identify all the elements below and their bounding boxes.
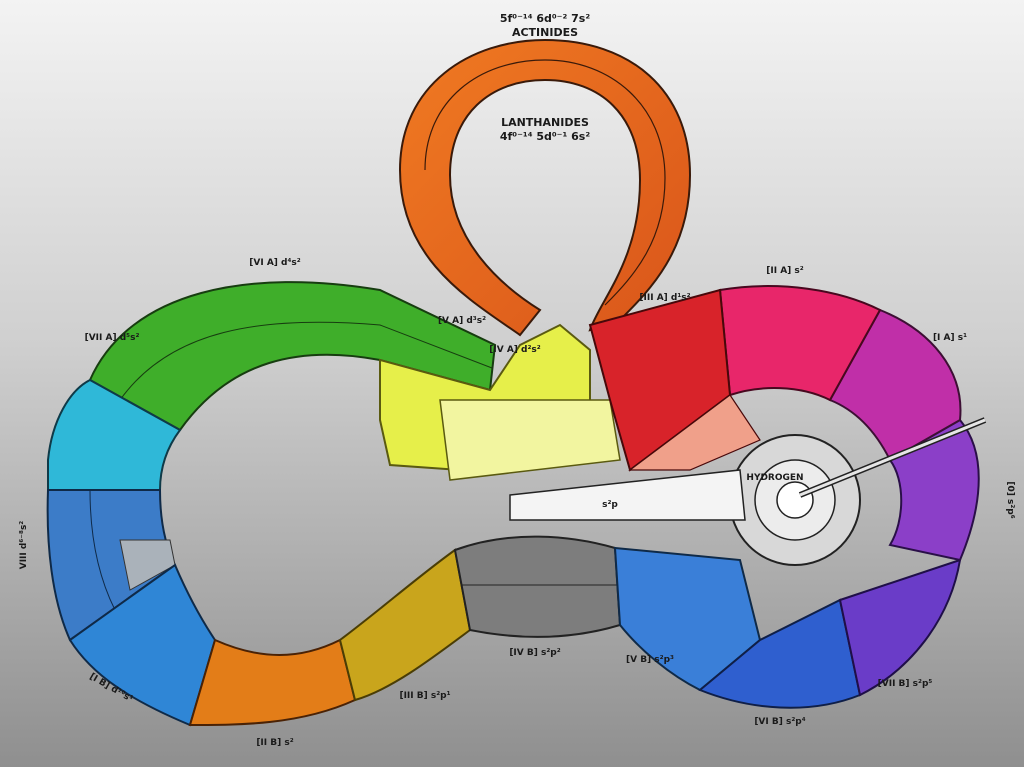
group-0-label: [0] s²p⁶ bbox=[1005, 481, 1015, 518]
group-III-A-label: [III A] d¹s² bbox=[639, 293, 690, 303]
actinide-divider bbox=[424, 59, 666, 306]
group-I-A-band bbox=[828, 308, 962, 462]
hydrogen-center bbox=[776, 481, 814, 519]
group-VII-A-band bbox=[47, 378, 182, 491]
hydrogen-spoke-fill bbox=[799, 418, 986, 497]
actinide-band bbox=[398, 38, 692, 337]
group-I-A-label: [I A] s¹ bbox=[933, 333, 967, 343]
actinides-label: ACTINIDES bbox=[512, 26, 578, 39]
actinide-loop bbox=[398, 38, 692, 337]
group-VI-A-label: [VI A] d⁴s² bbox=[249, 258, 301, 268]
lanthanides-label: LANTHANIDES bbox=[501, 116, 589, 129]
group-V-B-label: [V B] s²p³ bbox=[626, 655, 674, 665]
group-V-A-label: [V A] d³s² bbox=[438, 316, 486, 326]
group-II-B-band bbox=[188, 638, 357, 727]
group-IV-B-label: [IV B] s²p² bbox=[509, 648, 560, 658]
group-IV-A-band bbox=[439, 399, 621, 481]
group-II-A-band bbox=[718, 285, 882, 402]
group-VI-A-divider bbox=[119, 321, 493, 401]
group-VI-A-band bbox=[88, 281, 497, 432]
group-VII-B-band bbox=[838, 558, 962, 697]
group-III-A-light-cell bbox=[628, 394, 761, 471]
group-VII-B-label: [VII B] s²p⁵ bbox=[878, 679, 933, 689]
lanthanides-config-label: 4f⁰⁻¹⁴ 5d⁰⁻¹ 6s² bbox=[500, 130, 591, 143]
s2p-label: s²p bbox=[602, 500, 618, 510]
group-II-A-label: [II A] s² bbox=[766, 266, 804, 276]
group-IV-B-band bbox=[453, 535, 622, 638]
group-III-B-band bbox=[338, 548, 472, 702]
group-VII-A-label: [VII A] d⁵s² bbox=[85, 333, 140, 343]
group-VIII-label: VIII d⁶⁻⁸s² bbox=[19, 521, 29, 570]
group-II-B-label: [II B] s² bbox=[256, 738, 293, 748]
actinides-config-label: 5f⁰⁻¹⁴ 6d⁰⁻² 7s² bbox=[500, 12, 591, 25]
s2p-connector bbox=[509, 469, 746, 521]
group-III-B-label: [III B] s²p¹ bbox=[399, 691, 450, 701]
hydrogen-label: HYDROGEN bbox=[746, 473, 803, 483]
group-VI-B-label: [VI B] s²p⁴ bbox=[754, 717, 805, 727]
group-IV-A-label: [IV A] d²s² bbox=[489, 345, 541, 355]
group-VIII-divider bbox=[89, 489, 116, 611]
